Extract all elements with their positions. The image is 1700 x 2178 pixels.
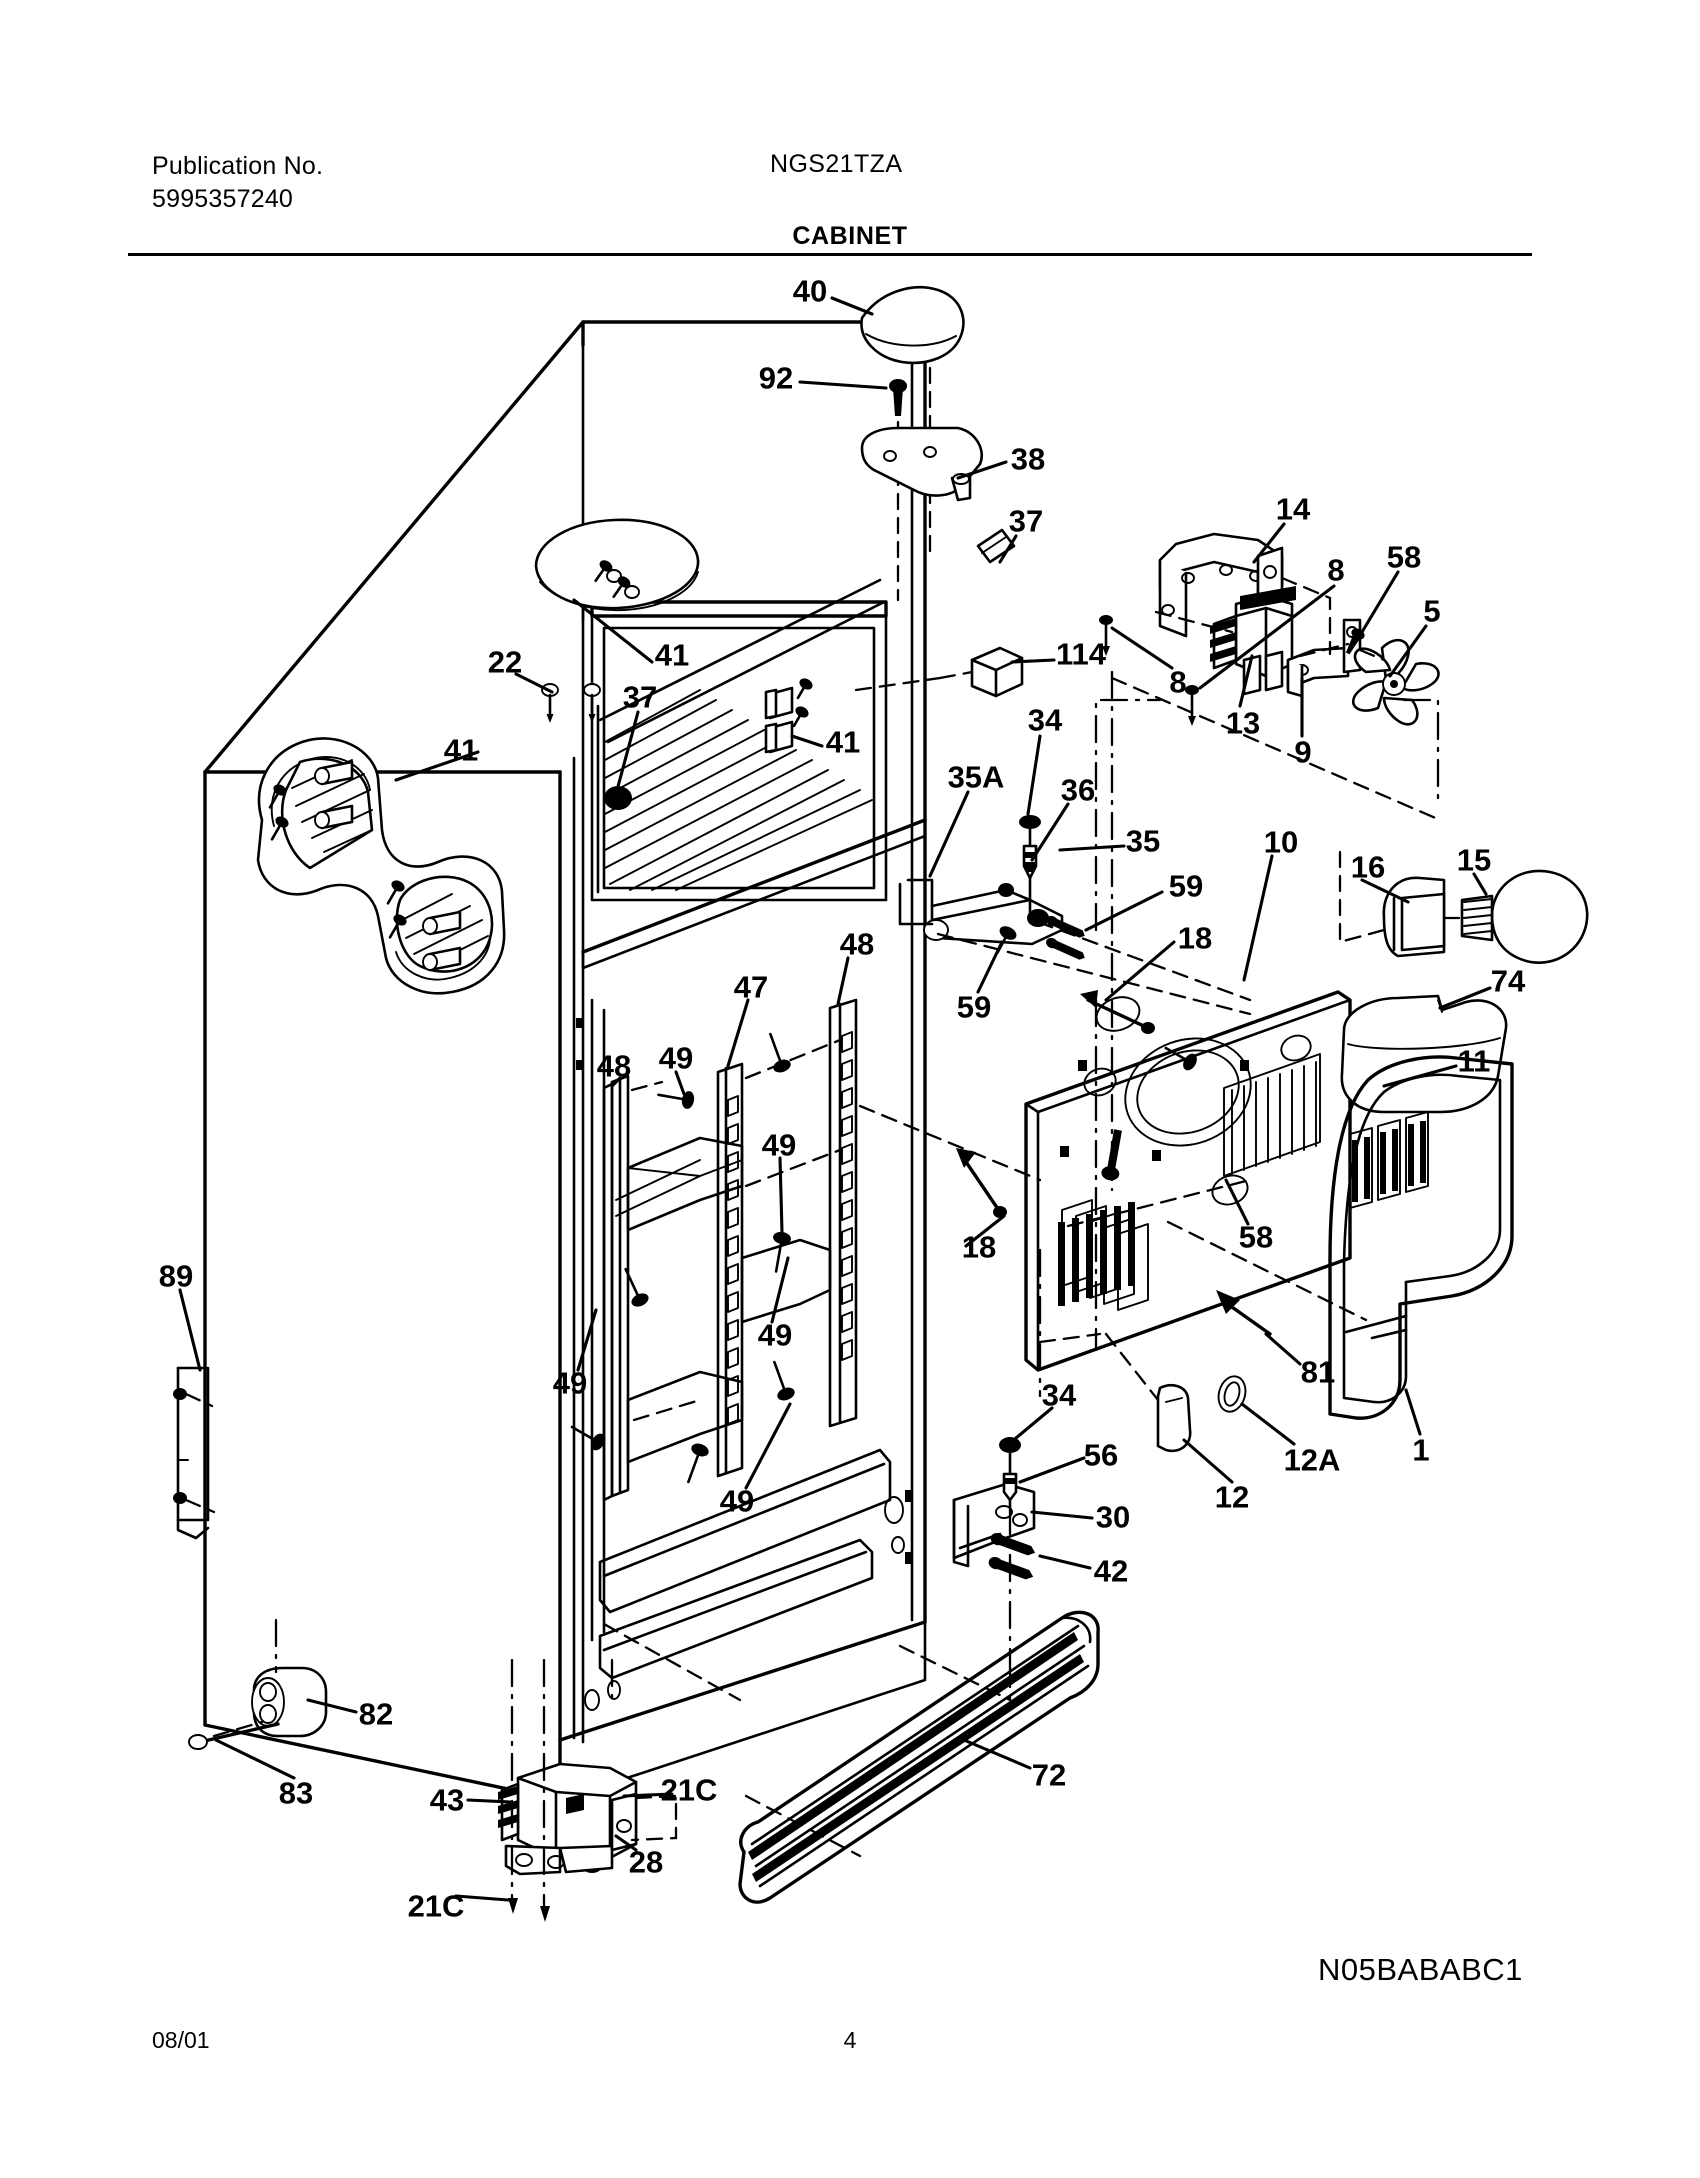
- callout-48: 48: [839, 926, 875, 962]
- callout-49: 49: [757, 1317, 793, 1353]
- publication-block: Publication No. 5995357240: [152, 150, 323, 216]
- model-number: NGS21TZA: [770, 150, 903, 178]
- callout-35A: 35A: [947, 759, 1005, 795]
- door-handle-icon: [256, 737, 506, 995]
- callout-11: 11: [1457, 1043, 1491, 1079]
- light-bulb-icon: [1460, 869, 1589, 964]
- lower-pivot-pin-icon: [999, 1437, 1021, 1510]
- callout-82: 82: [358, 1696, 394, 1732]
- drawer-pan-icon: [1340, 994, 1508, 1114]
- support-rod-icon-2: [956, 1148, 1007, 1218]
- callout-35: 35: [1125, 823, 1161, 859]
- callout-42: 42: [1093, 1553, 1129, 1589]
- callout-49: 49: [719, 1483, 755, 1519]
- callout-16: 16: [1350, 849, 1386, 885]
- wire-clip-icon: [970, 646, 1024, 698]
- callout-21C: 21C: [407, 1888, 465, 1924]
- callout-43: 43: [429, 1782, 465, 1818]
- side-bracket-icon: [173, 1366, 216, 1540]
- compressor-icon: [498, 1762, 638, 1876]
- callout-49: 49: [761, 1127, 797, 1163]
- callout-83: 83: [278, 1775, 314, 1811]
- callout-81: 81: [1300, 1354, 1336, 1390]
- callout-49: 49: [658, 1040, 694, 1076]
- callout-34: 34: [1041, 1377, 1077, 1413]
- publication-label: Publication No.: [152, 152, 324, 180]
- callout-12A: 12A: [1283, 1442, 1341, 1478]
- shelf-ladder-rail-icon: [602, 998, 858, 1502]
- callout-28: 28: [628, 1844, 664, 1880]
- footer-page-number: 4: [843, 2027, 857, 2053]
- shelf-support-bushing-icon: [764, 686, 794, 754]
- callout-72: 72: [1031, 1757, 1067, 1793]
- callout-56: 56: [1083, 1437, 1119, 1473]
- lamp-socket-icon: [1382, 876, 1446, 958]
- callout-10: 10: [1263, 824, 1299, 860]
- callout-14: 14: [1275, 491, 1311, 527]
- footer-date: 08/01: [152, 2027, 210, 2053]
- leveling-screw-icon: [188, 1722, 280, 1750]
- callout-37: 37: [1008, 503, 1044, 539]
- callout-30: 30: [1095, 1499, 1131, 1535]
- fan-motor-mount-icon: [1286, 618, 1362, 698]
- door-plug-icon: [1156, 1384, 1192, 1453]
- callout-114: 114: [1055, 636, 1107, 672]
- callout-59: 59: [1168, 868, 1204, 904]
- diagram-code: N05BABABC1: [1318, 1952, 1523, 1987]
- pivot-pin-icon: [1019, 815, 1041, 914]
- callout-41: 41: [443, 732, 479, 768]
- top-cover-plate-icon: [534, 518, 700, 612]
- callout-15: 15: [1456, 842, 1492, 878]
- callout-49: 49: [552, 1365, 588, 1401]
- fan-blade-icon: [1351, 638, 1440, 726]
- page-title: CABINET: [792, 222, 908, 250]
- callout-34: 34: [1027, 702, 1063, 738]
- callout-41: 41: [825, 724, 861, 760]
- callout-8: 8: [1169, 664, 1187, 700]
- callout-48: 48: [596, 1048, 632, 1084]
- callout-18: 18: [1177, 920, 1213, 956]
- door-stop-pin-icon: [976, 528, 1016, 564]
- top-hinge-plate-icon: [860, 426, 983, 502]
- leveling-roller-icon: [251, 1666, 328, 1738]
- callout-58: 58: [1238, 1219, 1274, 1255]
- callout-74: 74: [1490, 963, 1526, 999]
- callout-59: 59: [956, 989, 992, 1025]
- callout-36: 36: [1060, 772, 1096, 808]
- top-hinge-cover-icon: [860, 286, 965, 365]
- callout-13: 13: [1225, 705, 1261, 741]
- callout-92: 92: [758, 360, 794, 396]
- callout-40: 40: [792, 273, 828, 309]
- callout-1: 1: [1412, 1432, 1430, 1468]
- callout-21C: 21C: [660, 1772, 718, 1808]
- kickplate-grille-icon: [738, 1610, 1100, 1904]
- hinge-pin-icon: [1216, 1290, 1272, 1336]
- callout-47: 47: [733, 969, 769, 1005]
- callout-38: 38: [1010, 441, 1046, 477]
- callout-37: 37: [622, 679, 658, 715]
- callout-18: 18: [961, 1229, 997, 1265]
- callout-9: 9: [1294, 734, 1312, 770]
- publication-number: 5995357240: [152, 185, 294, 213]
- callout-5: 5: [1423, 593, 1441, 629]
- rear-panel-icon: [1024, 990, 1352, 1372]
- header-divider: [128, 253, 1532, 256]
- leader-lines: [178, 296, 1492, 1902]
- grommet-icon: [1217, 1375, 1247, 1413]
- callout-89: 89: [158, 1258, 194, 1294]
- callout-22: 22: [487, 644, 523, 680]
- callout-58: 58: [1386, 539, 1422, 575]
- support-rod-icon: [1080, 990, 1155, 1034]
- fan-motor-icon: [1210, 586, 1296, 696]
- callout-41: 41: [654, 637, 690, 673]
- callout-8: 8: [1327, 552, 1345, 588]
- lower-hinge-bracket-icon: [952, 1482, 1036, 1580]
- callout-12: 12: [1214, 1479, 1250, 1515]
